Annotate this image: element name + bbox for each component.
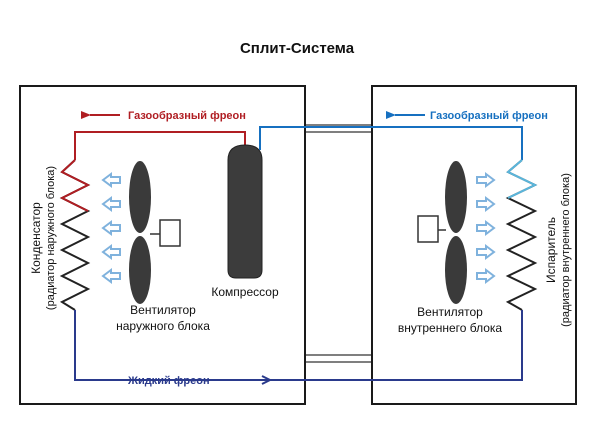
airflow-arrow-icon xyxy=(101,172,121,188)
condenser-coil-hot-segment xyxy=(59,159,91,212)
outdoor-fan-sublabel: наружного блока xyxy=(116,319,210,333)
hot-gas-line xyxy=(74,131,246,160)
airflow-arrow-icon xyxy=(476,172,496,188)
diagram-title: Сплит-Система xyxy=(240,40,355,57)
condenser-sublabel: (радиатор наружного блока) xyxy=(45,166,57,310)
compressor-label: Компрессор xyxy=(211,285,279,299)
indoor-airflow-arrows xyxy=(476,172,496,284)
evaporator-coil-cold-segment xyxy=(506,159,538,199)
indoor-gas-label: Газообразный фреон xyxy=(430,110,548,122)
airflow-arrow-icon xyxy=(476,244,496,260)
outdoor-airflow-arrows xyxy=(101,172,121,284)
outdoor-unit-box xyxy=(19,85,306,405)
indoor-fan-motor xyxy=(417,215,439,243)
compressor-icon xyxy=(227,144,263,279)
airflow-arrow-icon xyxy=(101,268,121,284)
evaporator-label: Испаритель xyxy=(544,217,558,283)
condenser-label: Конденсатор xyxy=(29,202,43,274)
airflow-arrow-icon xyxy=(101,244,121,260)
airflow-arrow-icon xyxy=(476,220,496,236)
cold-gas-line xyxy=(259,126,523,160)
outdoor-fan-icon xyxy=(129,161,181,304)
liquid-arrow-head xyxy=(261,375,273,385)
interconnect-pipes xyxy=(305,124,372,363)
indoor-fan-icon xyxy=(417,161,467,304)
airflow-arrow-icon xyxy=(101,220,121,236)
outdoor-fan-motor xyxy=(159,219,181,247)
airflow-arrow-icon xyxy=(476,268,496,284)
airflow-arrow-icon xyxy=(101,196,121,212)
outdoor-gas-label: Газообразный фреон xyxy=(128,110,246,122)
indoor-fan-label: Вентилятор xyxy=(417,305,483,319)
indoor-fan-sublabel: внутреннего блока xyxy=(398,321,503,335)
indoor-liquid-line xyxy=(372,310,523,381)
indoor-unit-box xyxy=(371,85,577,405)
outdoor-fan-label: Вентилятор xyxy=(130,303,196,317)
liquid-label: Жидкий фреон xyxy=(127,375,210,387)
evaporator-sublabel: (радиатор внутреннего блока) xyxy=(560,173,572,327)
airflow-arrow-icon xyxy=(476,196,496,212)
liquid-line xyxy=(74,310,372,381)
